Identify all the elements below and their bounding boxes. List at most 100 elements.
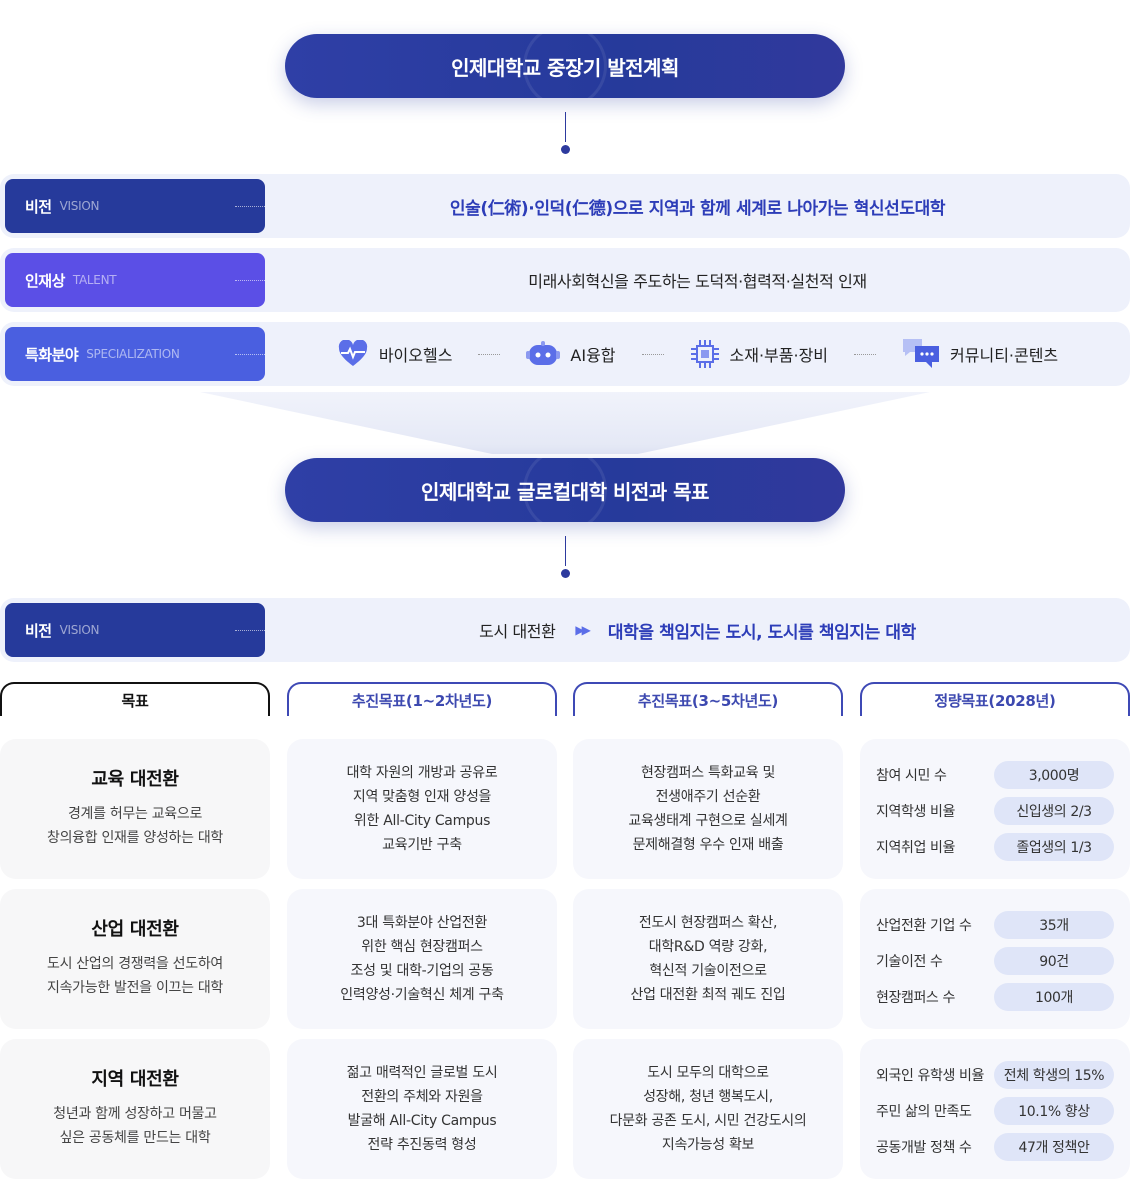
- goal-desc-line: 청년과 함께 성장하고 머물고: [53, 1106, 217, 1122]
- goal-cell-education: 교육 대전환 경계를 허무는 교육으로 창의융합 인재를 양성하는 대학: [0, 739, 270, 879]
- text-line: 전환의 주체와 자원을: [361, 1089, 483, 1105]
- global-vision-tag-eng: VISION: [59, 623, 100, 637]
- divider: [854, 353, 877, 355]
- text-line: 성장해, 청년 행복도시,: [643, 1089, 773, 1105]
- metric-label: 지역학생 비율: [876, 804, 955, 820]
- talent-text: 미래사회혁신을 주도하는 도덕적·협력적·실천적 인재: [528, 272, 867, 291]
- heart-pulse-icon: [338, 340, 367, 366]
- metric-value: 신입생의 2/3: [994, 797, 1114, 825]
- metric-value: 100개: [994, 983, 1114, 1011]
- metric-row: 기술이전 수 90건: [876, 943, 1114, 979]
- metric-row: 공동개발 정책 수 47개 정책안: [876, 1129, 1114, 1165]
- text-line: 조성 및 대학-기업의 공동: [350, 963, 494, 979]
- text-line: 위한 핵심 현장캠퍼스: [361, 939, 483, 955]
- goal-cell-region: 지역 대전환 청년과 함께 성장하고 머물고 싶은 공동체를 만드는 대학: [0, 1039, 270, 1179]
- tag-dots: [235, 280, 265, 281]
- specialization-item: 바이오헬스: [337, 340, 453, 368]
- metric-value: 47개 정책안: [994, 1133, 1114, 1161]
- metric-value: 10.1% 향상: [994, 1097, 1114, 1125]
- chip-icon: [690, 340, 719, 368]
- metric-label: 산업전환 기업 수: [876, 918, 972, 934]
- university-emblem-icon: [523, 34, 607, 98]
- connector-dot: [561, 145, 570, 154]
- tag-dots: [235, 206, 265, 207]
- metric-label: 주민 삶의 만족도: [876, 1104, 972, 1120]
- specialization-label: 커뮤니티·콘텐츠: [950, 346, 1059, 365]
- global-vision-left: 도시 대전환: [479, 622, 556, 641]
- connector-dot: [561, 569, 570, 578]
- talent-tag-label: 인재상: [25, 271, 65, 290]
- divider: [478, 353, 501, 355]
- global-vision-right: 대학을 책임지는 도시, 도시를 책임지는 대학: [607, 622, 916, 643]
- metric-label: 기술이전 수: [876, 954, 943, 970]
- goal-desc-line: 지속가능한 발전을 이끄는 대학: [47, 980, 223, 996]
- short-term-cell: 젊고 매력적인 글로벌 도시 전환의 주체와 자원을 발굴해 All-City …: [287, 1039, 557, 1179]
- goal-desc-line: 싶은 공동체를 만드는 대학: [59, 1130, 211, 1146]
- vision-tag-label: 비전: [25, 197, 52, 216]
- global-vision-tag: 비전 VISION: [5, 603, 265, 657]
- text-line: 대학R&D 역량 강화,: [648, 939, 768, 955]
- text-line: 전략 추진동력 형성: [367, 1137, 477, 1153]
- text-line: 교육생태계 구현으로 실세계: [628, 813, 788, 829]
- text-line: 현장캠퍼스 특화교육 및: [640, 765, 776, 781]
- tag-dots: [235, 630, 265, 631]
- specialization-label: AI융합: [570, 346, 616, 365]
- metric-label: 공동개발 정책 수: [876, 1140, 972, 1156]
- text-line: 3대 특화분야 산업전환: [356, 915, 488, 931]
- talent-row: 인재상 TALENT 미래사회혁신을 주도하는 도덕적·협력적·실천적 인재: [0, 248, 1130, 312]
- text-line: 전도시 현장캠퍼스 확산,: [638, 915, 778, 931]
- goal-title: 지역 대전환: [91, 1069, 179, 1090]
- metric-row: 주민 삶의 만족도 10.1% 향상: [876, 1093, 1114, 1129]
- header-short-term: 추진목표(1~2차년도): [287, 682, 557, 716]
- talent-tag: 인재상 TALENT: [5, 253, 265, 307]
- global-title-pill: 인제대학교 글로컬대학 비전과 목표: [285, 458, 845, 522]
- metric-row: 지역학생 비율 신입생의 2/3: [876, 793, 1114, 829]
- specialization-item: AI융합: [526, 340, 616, 368]
- global-vision-tag-label: 비전: [25, 621, 52, 640]
- specialization-tag-label: 특화분야: [25, 345, 79, 364]
- text-line: 젊고 매력적인 글로벌 도시: [346, 1065, 498, 1081]
- metric-value: 90건: [994, 947, 1114, 975]
- vision-row: 비전 VISION 인술(仁術)·인덕(仁德)으로 지역과 함께 세계로 나아가…: [0, 174, 1130, 238]
- global-title: 인제대학교 글로컬대학 비전과 목표: [421, 479, 709, 504]
- specialization-label: 소재·부품·장비: [729, 346, 829, 365]
- specialization-list: 바이오헬스 AI융합 소재·부품·장비 커뮤니티·콘텐츠: [265, 322, 1130, 386]
- specialization-label: 바이오헬스: [378, 346, 453, 365]
- metric-value: 전체 학생의 15%: [994, 1061, 1114, 1089]
- talent-tag-eng: TALENT: [72, 273, 117, 287]
- text-line: 발굴해 All-City Campus: [347, 1113, 497, 1129]
- connector-line: [565, 112, 566, 142]
- metric-value: 졸업생의 1/3: [994, 833, 1114, 861]
- goal-cell-industry: 산업 대전환 도시 산업의 경쟁력을 선도하여 지속가능한 발전을 이끄는 대학: [0, 889, 270, 1029]
- metric-row: 참여 시민 수 3,000명: [876, 757, 1114, 793]
- global-vision-row: 비전 VISION 도시 대전환 ▶▶ 대학을 책임지는 도시, 도시를 책임지…: [0, 598, 1130, 662]
- long-term-cell: 전도시 현장캠퍼스 확산, 대학R&D 역량 강화, 혁신적 기술이전으로 산업…: [573, 889, 843, 1029]
- text-line: 지역 맞춤형 인재 양성을: [352, 789, 492, 805]
- specialization-row: 특화분야 SPECIALIZATION 바이오헬스 AI융합 소재·부품·장비 …: [0, 322, 1130, 386]
- divider: [641, 353, 664, 355]
- chat-bubbles-icon: [903, 339, 940, 368]
- metric-label: 참여 시민 수: [876, 768, 947, 784]
- metric-value: 35개: [994, 911, 1114, 939]
- tag-dots: [235, 354, 265, 355]
- text-line: 산업 대전환 최적 궤도 진입: [630, 987, 786, 1003]
- text-line: 혁신적 기술이전으로: [649, 963, 767, 979]
- long-term-cell: 현장캠퍼스 특화교육 및 전생애주기 선순환 교육생태계 구현으로 실세계 문제…: [573, 739, 843, 879]
- text-line: 지속가능성 확보: [661, 1137, 755, 1153]
- specialization-tag: 특화분야 SPECIALIZATION: [5, 327, 265, 381]
- metric-value: 3,000명: [994, 761, 1114, 789]
- long-term-cell: 도시 모두의 대학으로 성장해, 청년 행복도시, 다문화 공존 도시, 시민 …: [573, 1039, 843, 1179]
- funnel-shape: [200, 392, 930, 454]
- specialization-item: 소재·부품·장비: [690, 339, 829, 369]
- text-line: 전생애주기 선순환: [655, 789, 761, 805]
- text-line: 교육기반 구축: [382, 837, 462, 853]
- goal-desc-line: 도시 산업의 경쟁력을 선도하여: [47, 956, 223, 972]
- goal-title: 산업 대전환: [91, 919, 179, 940]
- text-line: 다문화 공존 도시, 시민 건강도시의: [609, 1113, 807, 1129]
- text-line: 인력양성·기술혁신 체계 구축: [340, 987, 504, 1003]
- connector-line: [565, 536, 566, 566]
